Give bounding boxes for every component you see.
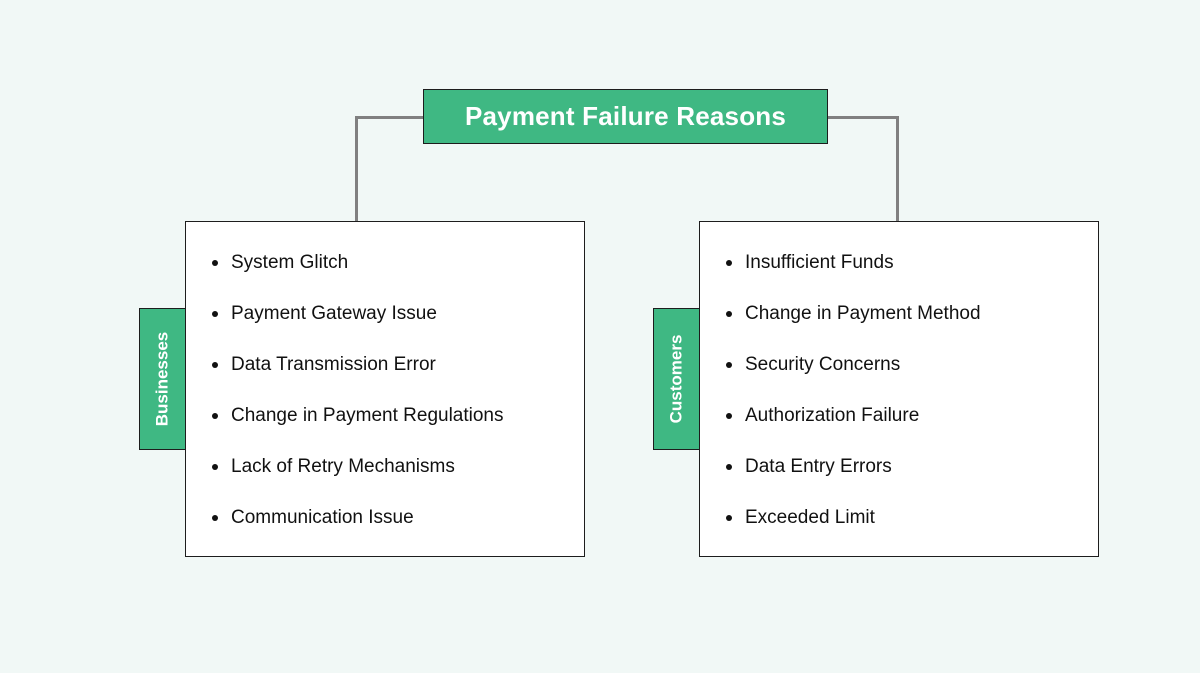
list-item-label: System Glitch xyxy=(231,252,349,273)
diagram-title-node: Payment Failure Reasons xyxy=(423,89,828,144)
list-item: Insufficient Funds xyxy=(700,251,1098,302)
list-item: Communication Issue xyxy=(186,506,584,557)
bullet-icon xyxy=(212,515,218,521)
connector-root-to-businesses-horizontal xyxy=(355,116,425,119)
diagram-title-text: Payment Failure Reasons xyxy=(464,101,787,131)
list-item: Data Transmission Error xyxy=(186,353,584,404)
reason-list-customers: Insufficient Funds Change in Payment Met… xyxy=(700,222,1098,557)
reason-list-businesses: System Glitch Payment Gateway Issue Data… xyxy=(186,222,584,557)
bullet-icon xyxy=(212,362,218,368)
bullet-icon xyxy=(726,464,732,470)
bullet-icon xyxy=(212,413,218,419)
list-item: Security Concerns xyxy=(700,353,1098,404)
list-item-label: Security Concerns xyxy=(745,354,901,375)
list-item: Data Entry Errors xyxy=(700,455,1098,506)
bullet-icon xyxy=(726,413,732,419)
list-item: Change in Payment Regulations xyxy=(186,404,584,455)
bullet-icon xyxy=(726,311,732,317)
category-tab-businesses-label: Businesses xyxy=(152,331,172,427)
bullet-icon xyxy=(726,362,732,368)
bullet-icon xyxy=(726,515,732,521)
connector-root-to-customers-vertical xyxy=(896,116,899,222)
list-item-label: Data Transmission Error xyxy=(231,354,436,375)
list-item-label: Change in Payment Regulations xyxy=(231,405,504,426)
category-tab-customers-label: Customers xyxy=(666,334,686,424)
connector-root-to-businesses-vertical xyxy=(355,116,358,222)
list-item-label: Data Entry Errors xyxy=(745,456,892,477)
list-item-label: Exceeded Limit xyxy=(745,507,875,528)
bullet-icon xyxy=(212,260,218,266)
branch-panel-customers: Insufficient Funds Change in Payment Met… xyxy=(699,221,1099,557)
list-item: Change in Payment Method xyxy=(700,302,1098,353)
list-item-label: Payment Gateway Issue xyxy=(231,303,437,324)
list-item: System Glitch xyxy=(186,251,584,302)
list-item-label: Communication Issue xyxy=(231,507,414,528)
list-item-label: Change in Payment Method xyxy=(745,303,981,324)
bullet-icon xyxy=(726,260,732,266)
bullet-icon xyxy=(212,311,218,317)
branch-panel-businesses: System Glitch Payment Gateway Issue Data… xyxy=(185,221,585,557)
category-tab-customers: Customers xyxy=(653,308,700,450)
list-item: Authorization Failure xyxy=(700,404,1098,455)
list-item: Payment Gateway Issue xyxy=(186,302,584,353)
list-item: Exceeded Limit xyxy=(700,506,1098,557)
bullet-icon xyxy=(212,464,218,470)
category-tab-businesses: Businesses xyxy=(139,308,186,450)
list-item-label: Authorization Failure xyxy=(745,405,920,426)
list-item-label: Insufficient Funds xyxy=(745,252,894,273)
list-item: Lack of Retry Mechanisms xyxy=(186,455,584,506)
connector-root-to-customers-horizontal xyxy=(826,116,899,119)
list-item-label: Lack of Retry Mechanisms xyxy=(231,456,455,477)
